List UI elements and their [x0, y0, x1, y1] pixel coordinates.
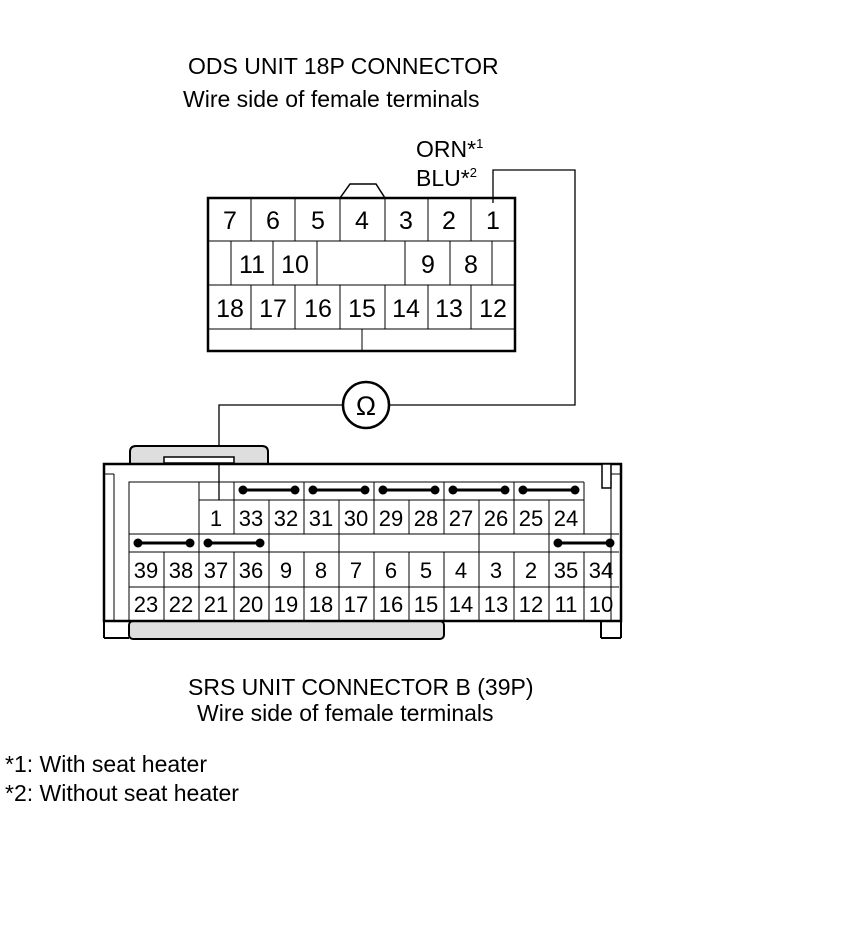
ods-pin: 3 — [399, 207, 413, 235]
srs-pin: 34 — [589, 558, 613, 583]
srs-pin: 16 — [379, 592, 403, 617]
srs-pin: 35 — [554, 558, 578, 583]
srs-pin: 37 — [204, 558, 228, 583]
ods-pin-row-3: 18 17 16 15 14 13 12 — [216, 295, 507, 323]
test-lead-wires — [218, 169, 576, 500]
ods-pin: 9 — [421, 251, 435, 279]
ods-pin-row-1: 7 6 5 4 3 2 1 — [223, 207, 500, 235]
shorting-bar — [238, 485, 300, 495]
srs-pin: 7 — [350, 558, 362, 583]
srs-pin: 24 — [554, 506, 578, 531]
ods-pin: 6 — [266, 207, 280, 235]
ods-connector-title: ODS UNIT 18P CONNECTOR — [188, 53, 499, 79]
srs-pin-row-1: 1 33 32 31 30 29 28 27 26 25 24 — [210, 506, 578, 531]
srs-pin: 28 — [414, 506, 438, 531]
srs-pin: 25 — [519, 506, 543, 531]
ods-pin: 5 — [311, 207, 325, 235]
srs-pin: 14 — [449, 592, 473, 617]
srs-connector-subtitle: Wire side of female terminals — [197, 700, 494, 726]
ohmmeter: Ω — [341, 380, 391, 430]
srs-pin: 29 — [379, 506, 403, 531]
ods-pin: 18 — [216, 295, 244, 323]
footnote-1: *1: With seat heater — [5, 751, 207, 777]
srs-pin: 8 — [315, 558, 327, 583]
wire-color-labels: ORN*1 BLU*2 — [416, 136, 483, 191]
ods-pin-1: 1 — [486, 207, 500, 235]
srs-pin: 10 — [589, 592, 613, 617]
srs-pin: 39 — [134, 558, 158, 583]
srs-pin: 21 — [204, 592, 228, 617]
ods-pin: 14 — [392, 295, 420, 323]
srs-pin: 11 — [555, 592, 578, 617]
ods-pin: 8 — [464, 251, 478, 279]
srs-pin: 26 — [484, 506, 508, 531]
ohmmeter-circle — [341, 380, 391, 430]
srs-pin: 5 — [420, 558, 432, 583]
srs-pin: 23 — [134, 592, 158, 617]
ods-connector — [206, 183, 517, 353]
shorting-bars — [133, 485, 615, 548]
srs-pin: 27 — [449, 506, 473, 531]
srs-pin: 19 — [274, 592, 298, 617]
srs-pin: 32 — [274, 506, 298, 531]
srs-pin: 4 — [455, 558, 467, 583]
srs-pin: 17 — [344, 592, 368, 617]
ods-pin: 11 — [239, 251, 265, 279]
shorting-bar — [553, 538, 615, 548]
srs-pin: 12 — [519, 592, 543, 617]
srs-pin-1: 1 — [210, 506, 222, 531]
shorting-bar — [518, 485, 580, 495]
srs-pin: 9 — [280, 558, 292, 583]
wire-color-blu: BLU*2 — [416, 165, 477, 191]
footnote-2: *2: Without seat heater — [5, 780, 239, 806]
srs-pin: 13 — [484, 592, 508, 617]
srs-pin: 18 — [309, 592, 333, 617]
srs-pin: 6 — [385, 558, 397, 583]
ods-pin: 7 — [223, 207, 237, 235]
ods-pin: 10 — [281, 251, 309, 279]
shorting-bar — [203, 538, 265, 548]
ods-pin-row-2: 11 10 9 8 — [239, 251, 478, 279]
srs-pin: 22 — [169, 592, 193, 617]
srs-pin: 31 — [309, 506, 333, 531]
srs-pin: 30 — [344, 506, 368, 531]
ods-pin: 15 — [348, 295, 376, 323]
ods-pin: 16 — [304, 295, 332, 323]
srs-grid — [128, 481, 619, 622]
wire-color-orn: ORN*1 — [416, 136, 483, 162]
ods-pin: 17 — [259, 295, 287, 323]
ods-pin: 12 — [479, 295, 507, 323]
srs-pin: 36 — [239, 558, 263, 583]
srs-connector-title: SRS UNIT CONNECTOR B (39P) — [188, 674, 533, 700]
srs-pin-row-3: 23 22 21 20 19 18 17 16 15 14 13 12 11 1… — [134, 592, 613, 617]
srs-pin: 2 — [525, 558, 537, 583]
srs-pin: 20 — [239, 592, 263, 617]
srs-pin: 15 — [414, 592, 438, 617]
srs-pin: 33 — [239, 506, 263, 531]
ods-connector-subtitle: Wire side of female terminals — [183, 86, 480, 112]
shorting-bar — [133, 538, 195, 548]
ods-pin: 13 — [435, 295, 463, 323]
shorting-bar — [448, 485, 510, 495]
srs-pin: 3 — [490, 558, 502, 583]
ods-pin: 4 — [355, 207, 369, 235]
srs-pin: 38 — [169, 558, 193, 583]
shorting-bar — [308, 485, 370, 495]
ods-pin: 2 — [442, 207, 456, 235]
srs-pin-row-2: 39 38 37 36 9 8 7 6 5 4 3 2 35 34 — [134, 558, 613, 583]
ohm-symbol: Ω — [356, 391, 376, 421]
shorting-bar — [378, 485, 440, 495]
